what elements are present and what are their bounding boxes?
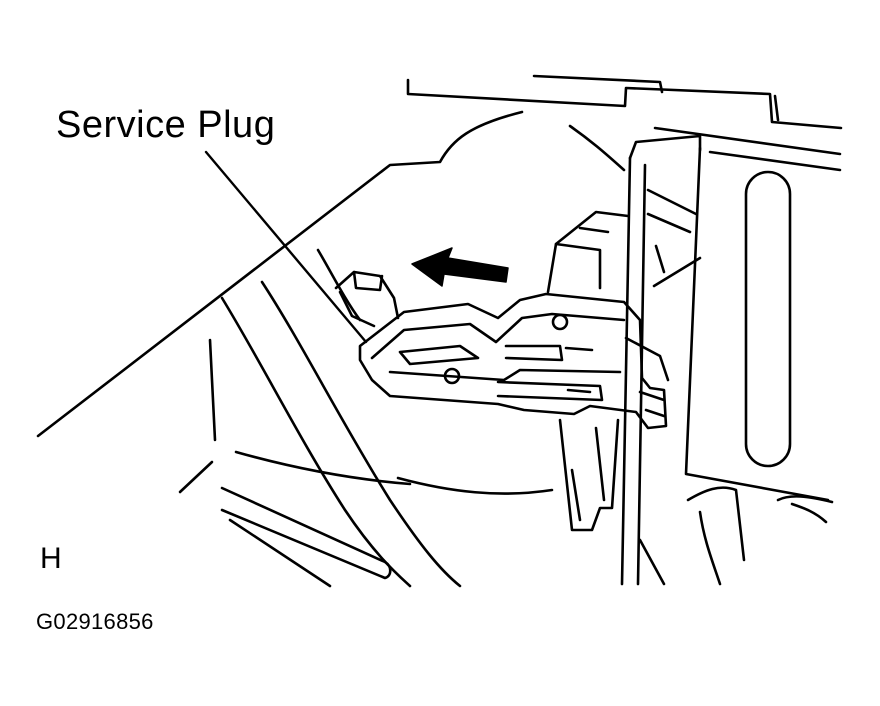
vehicle-side-mark: H bbox=[40, 542, 62, 575]
top-panel-edge bbox=[406, 74, 843, 156]
trim-panel-outline bbox=[36, 110, 626, 588]
callout-leader-line bbox=[204, 150, 368, 344]
service-plug-label: Service Plug bbox=[56, 104, 276, 146]
connector-housing bbox=[546, 210, 630, 532]
floor-lines bbox=[178, 450, 554, 588]
mounting-stud bbox=[334, 270, 400, 328]
arrow-left-icon bbox=[411, 247, 509, 287]
service-plug bbox=[358, 292, 670, 430]
figure-id: G02916856 bbox=[36, 609, 154, 634]
battery-cover bbox=[620, 134, 842, 586]
